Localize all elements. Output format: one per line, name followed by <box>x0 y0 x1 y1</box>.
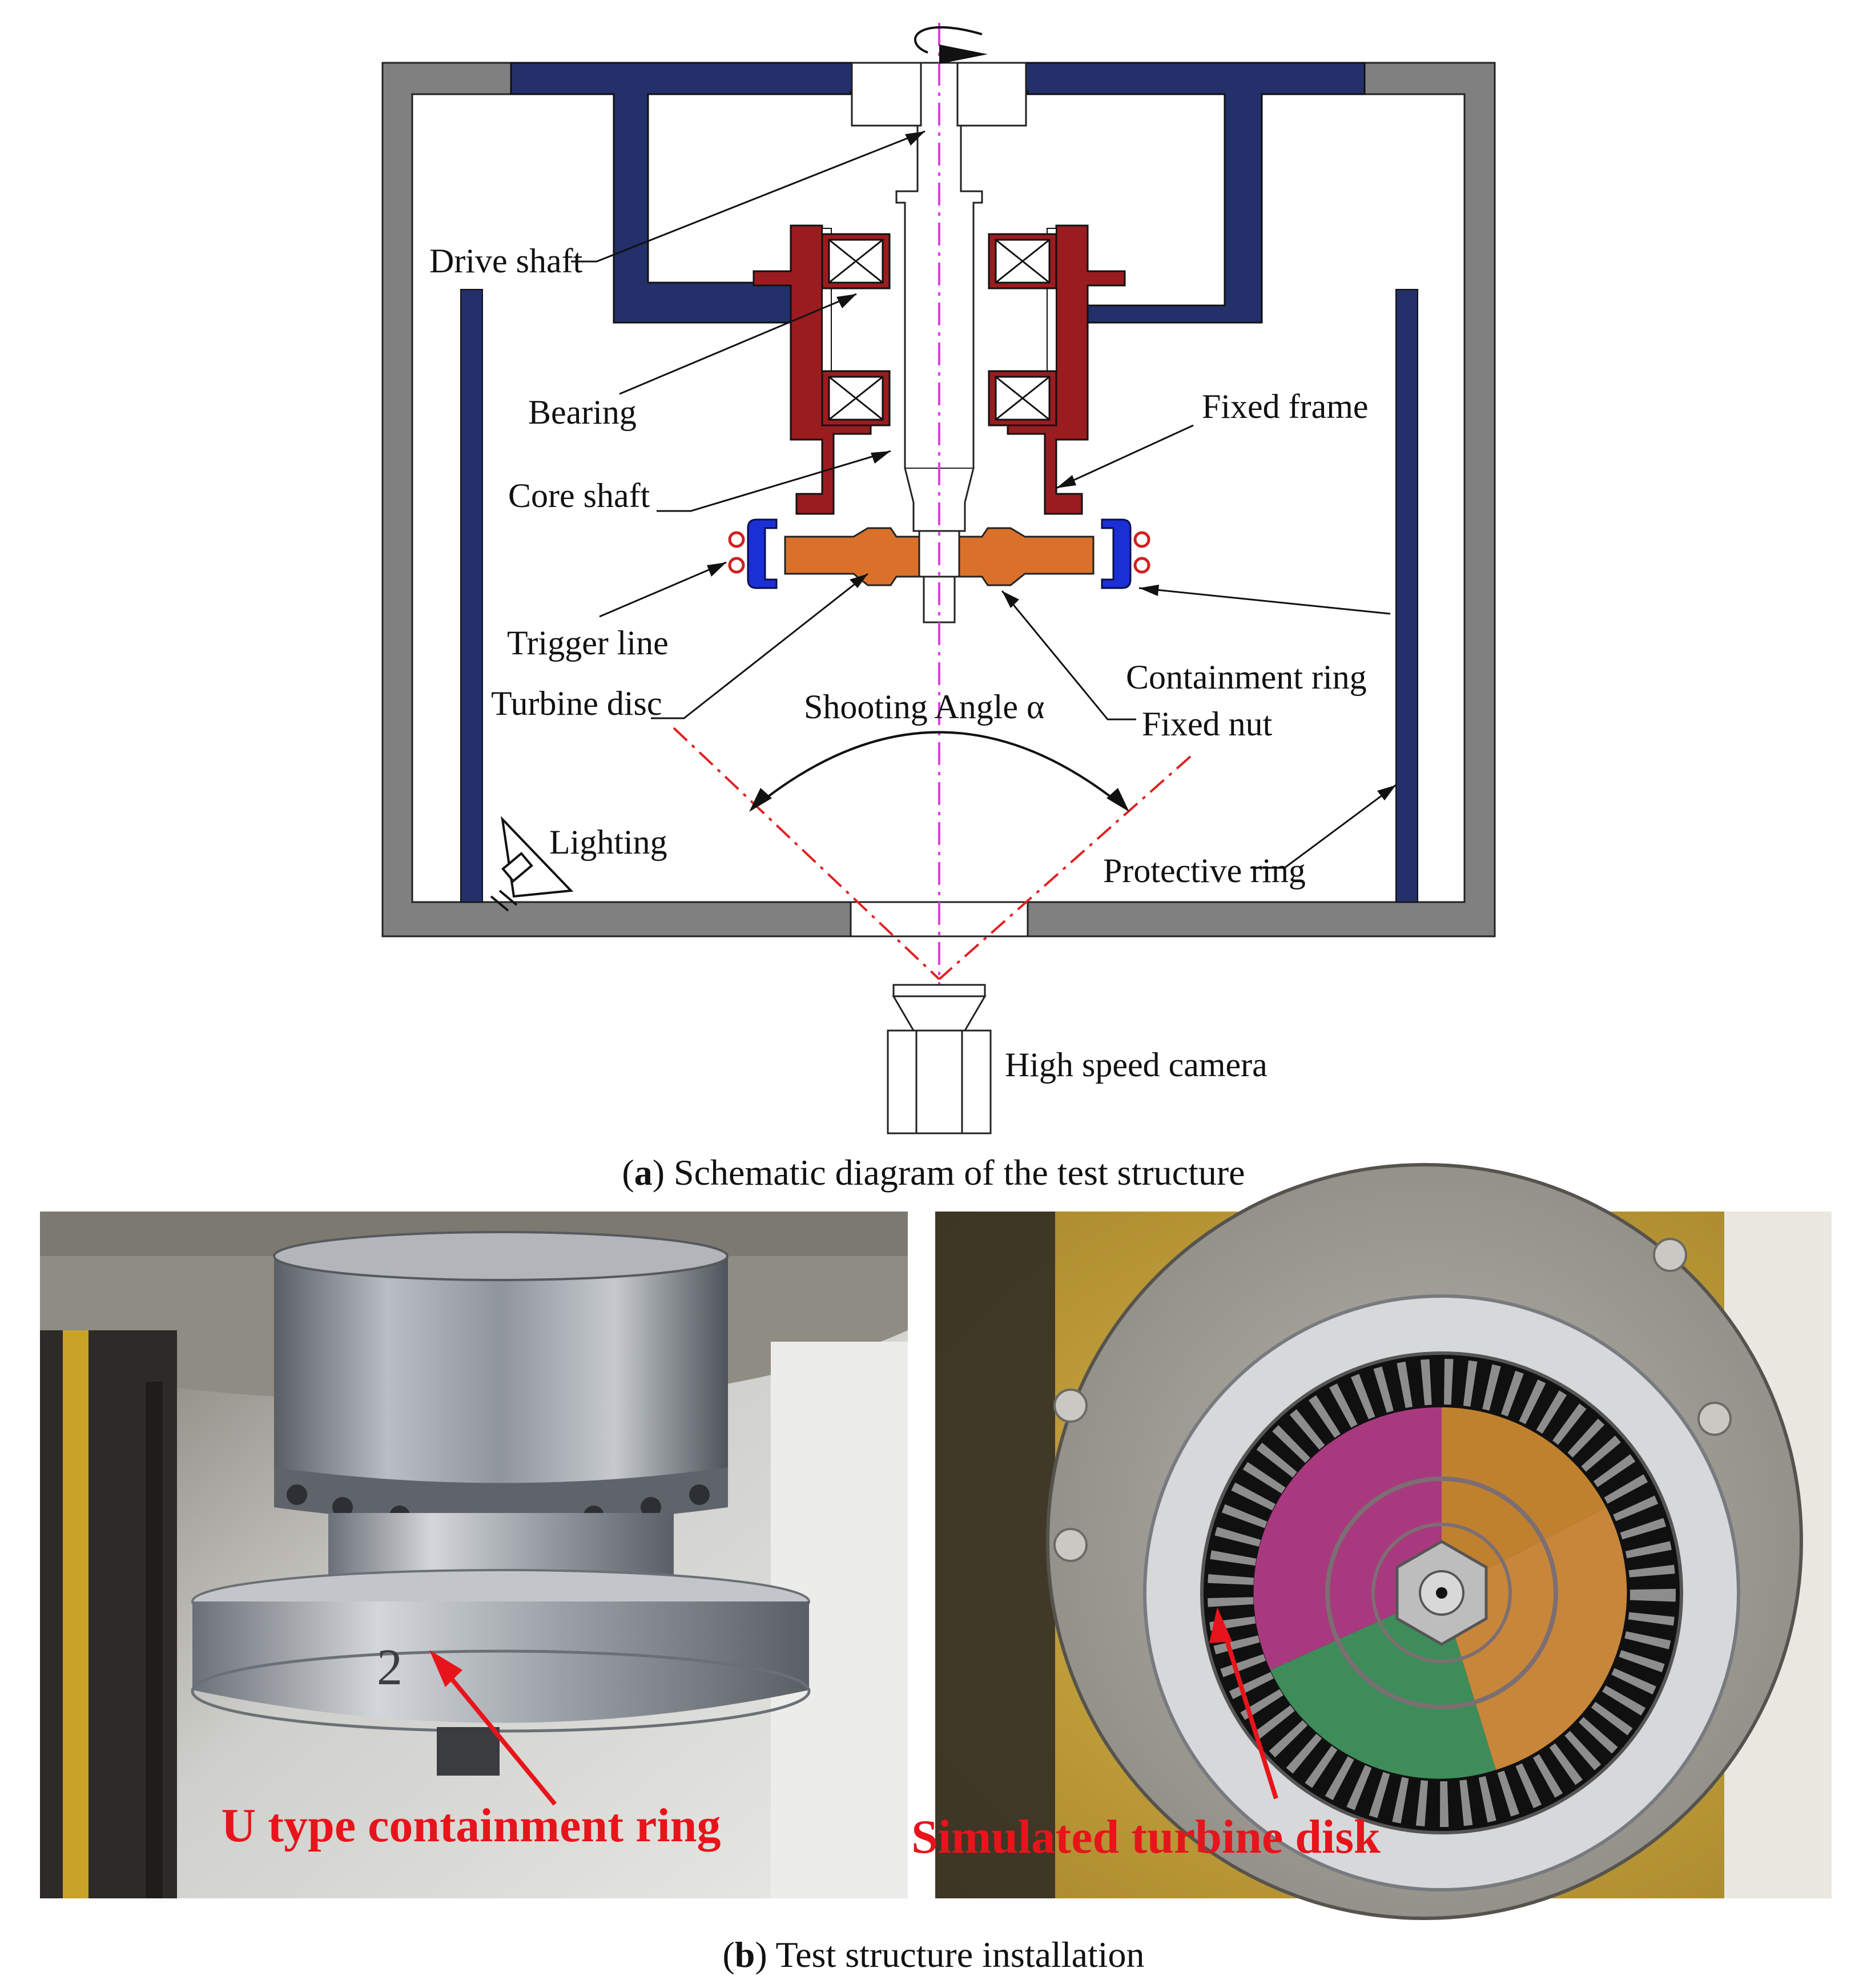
label-containment-ring: Containment ring <box>1126 658 1367 696</box>
arc-arrowhead-left <box>749 788 772 812</box>
sight-line-right <box>938 755 1192 980</box>
rotation-arrow <box>914 26 983 54</box>
caption-b-letter: b <box>735 1934 755 1975</box>
photo-turbine-disk: Simulated turbine disk <box>911 1163 1832 1920</box>
label-protective-ring: Protective ring <box>1103 852 1306 890</box>
label-drive-shaft: Drive shaft <box>429 242 583 280</box>
turbine-disc-right <box>958 527 1095 586</box>
high-speed-camera <box>887 984 992 1134</box>
leader-lines <box>571 130 1397 869</box>
label-bearing: Bearing <box>528 393 637 431</box>
lighting-icon <box>490 816 574 912</box>
label-lighting: Lighting <box>549 823 667 861</box>
core-shaft <box>895 62 983 532</box>
bearings <box>821 233 1057 426</box>
turbine-disc-left <box>784 527 920 586</box>
caption-b-text: ) Test structure installation <box>755 1934 1144 1975</box>
arc-arrowhead-right <box>1106 788 1129 812</box>
trigger-line-circles <box>728 531 1150 574</box>
test-structure-schematic: Drive shaft Bearing Core shaft Fixed fra… <box>381 23 1496 1193</box>
label-fixed-frame: Fixed frame <box>1202 388 1369 425</box>
containment-ring-right <box>1101 518 1132 589</box>
label-shooting-angle: Shooting Angle α <box>804 688 1044 726</box>
shooting-angle-arc <box>753 731 1126 809</box>
containment-ring-left <box>747 518 778 589</box>
top-frame <box>510 62 1366 324</box>
protective-ring-right <box>1395 289 1418 903</box>
label-trigger-line: Trigger line <box>507 624 669 662</box>
label-core-shaft: Core shaft <box>508 477 650 514</box>
protective-ring-left <box>460 289 483 903</box>
label-high-speed-camera: High speed camera <box>1005 1046 1268 1084</box>
label-turbine-disc: Turbine disc <box>491 685 662 722</box>
sight-line-left <box>673 727 940 980</box>
svg-text:2: 2 <box>377 1639 403 1696</box>
leader-arrowheads <box>707 131 1396 800</box>
label-fixed-nut: Fixed nut <box>1142 705 1273 743</box>
caption-b: (b) Test structure installation <box>722 1934 1144 1975</box>
photo-left-label: U type containment ring <box>222 1799 721 1852</box>
photo-containment-ring: 2 U type containment ring <box>40 1212 908 1898</box>
photo-right-label: Simulated turbine disk <box>911 1810 1381 1864</box>
rotation-arrowhead <box>939 45 988 64</box>
caption-a-letter: a <box>634 1152 653 1193</box>
caption-a-text: ) Schematic diagram of the test structur… <box>653 1152 1245 1193</box>
caption-a: (a) Schematic diagram of the test struct… <box>622 1152 1245 1193</box>
